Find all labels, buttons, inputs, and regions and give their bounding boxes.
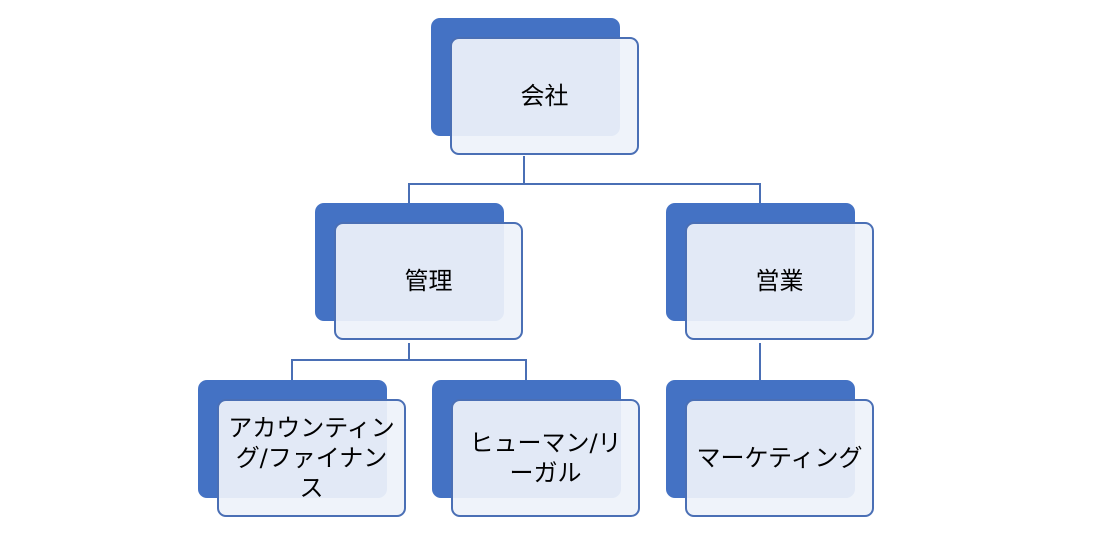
node-management-label: 管理 [404,267,453,295]
node-accounting-label: アカウンティング/ファイナンス [228,414,395,502]
node-company-card: 会社 [450,37,639,155]
node-company: 会社 [431,18,639,160]
node-marketing-label: マーケティング [696,444,863,472]
node-marketing-card: マーケティング [685,399,874,517]
node-hr-legal: ヒューマン/リーガル [432,380,640,522]
node-company-label: 会社 [520,82,569,110]
node-marketing: マーケティング [666,380,874,522]
node-management-card: 管理 [334,222,523,340]
node-sales-card: 営業 [685,222,874,340]
node-accounting-card: アカウンティング/ファイナンス [217,399,406,517]
node-sales: 営業 [666,203,874,345]
node-accounting: アカウンティング/ファイナンス [198,380,406,522]
node-sales-label: 営業 [755,267,804,295]
node-hr-legal-label: ヒューマン/リーガル [469,429,622,487]
node-management: 管理 [315,203,523,345]
node-hr-legal-card: ヒューマン/リーガル [451,399,640,517]
